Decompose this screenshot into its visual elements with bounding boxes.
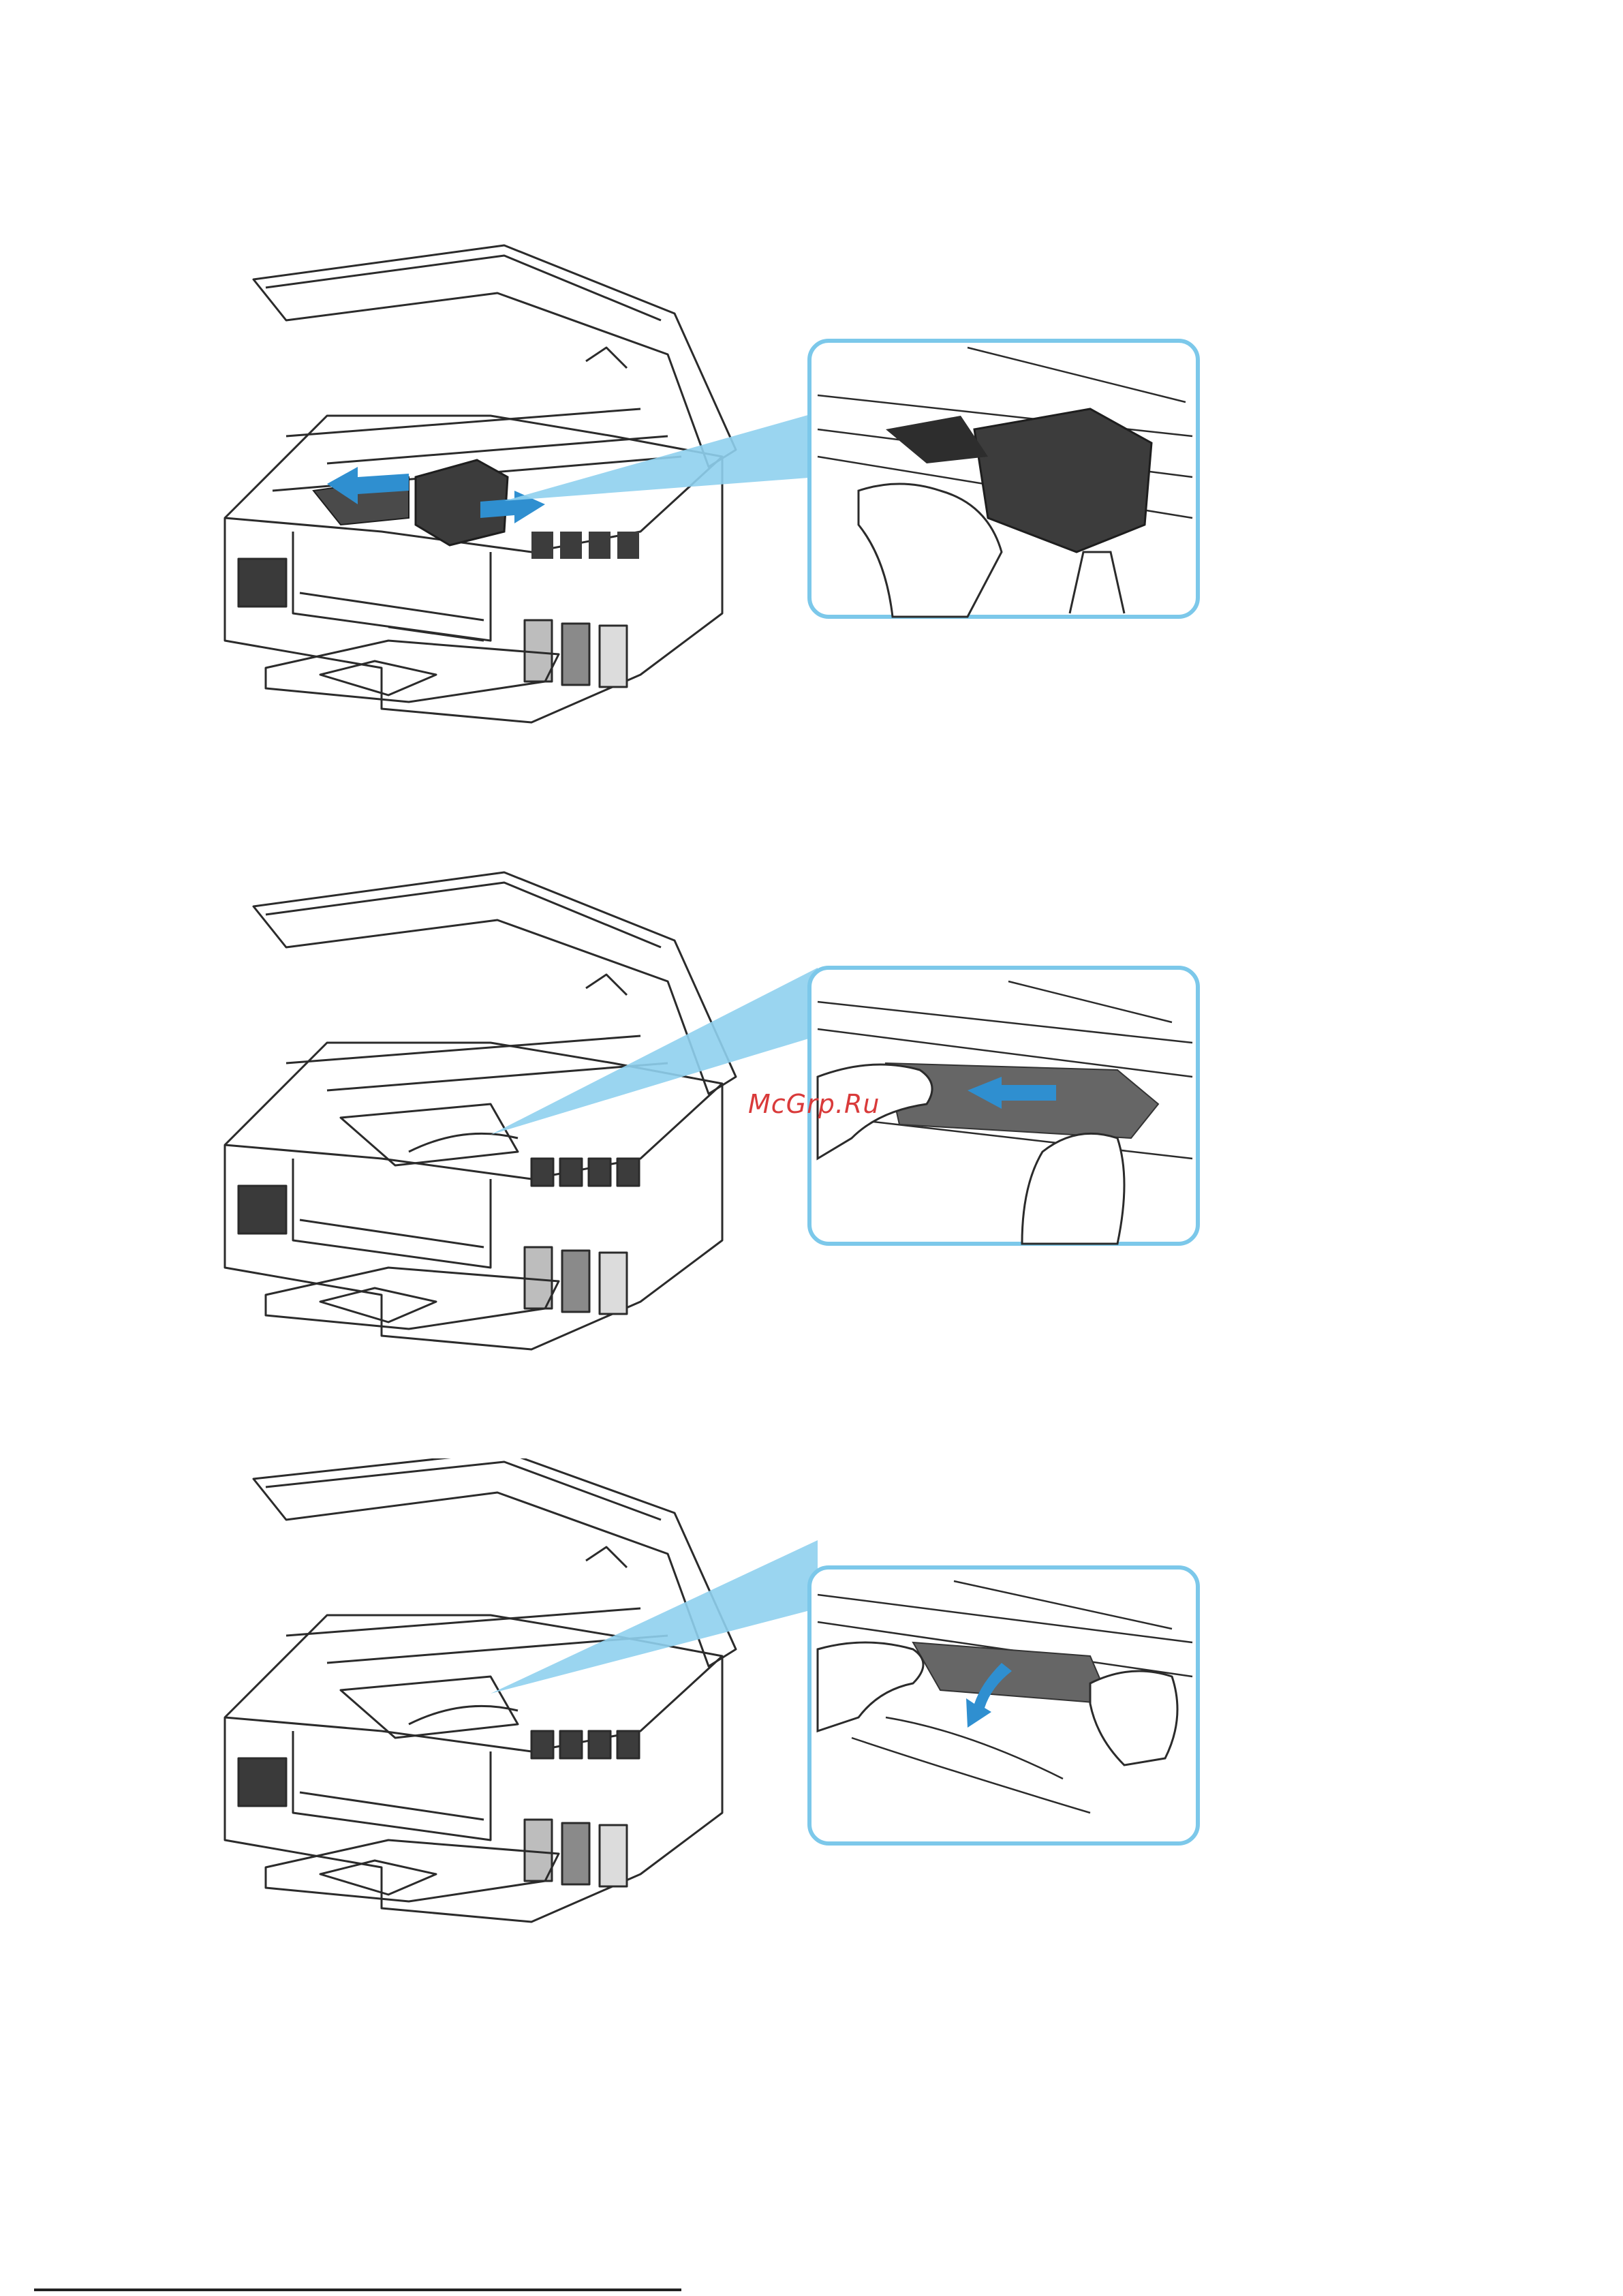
printer-open-icon — [204, 232, 1213, 777]
detail-callout — [809, 1567, 1198, 1843]
footer-rule — [34, 2289, 681, 2291]
figure-1-move-print-head-holder — [204, 232, 1213, 777]
detail-callout — [809, 341, 1198, 617]
figure-2-pull-jammed-paper — [204, 866, 1213, 1411]
figure-3-fold-and-remove-paper — [204, 1458, 1213, 2004]
watermark-text: McGrp.Ru — [748, 1089, 880, 1119]
printer-open-icon — [204, 866, 1213, 1411]
printer-open-icon — [204, 1458, 1213, 2004]
